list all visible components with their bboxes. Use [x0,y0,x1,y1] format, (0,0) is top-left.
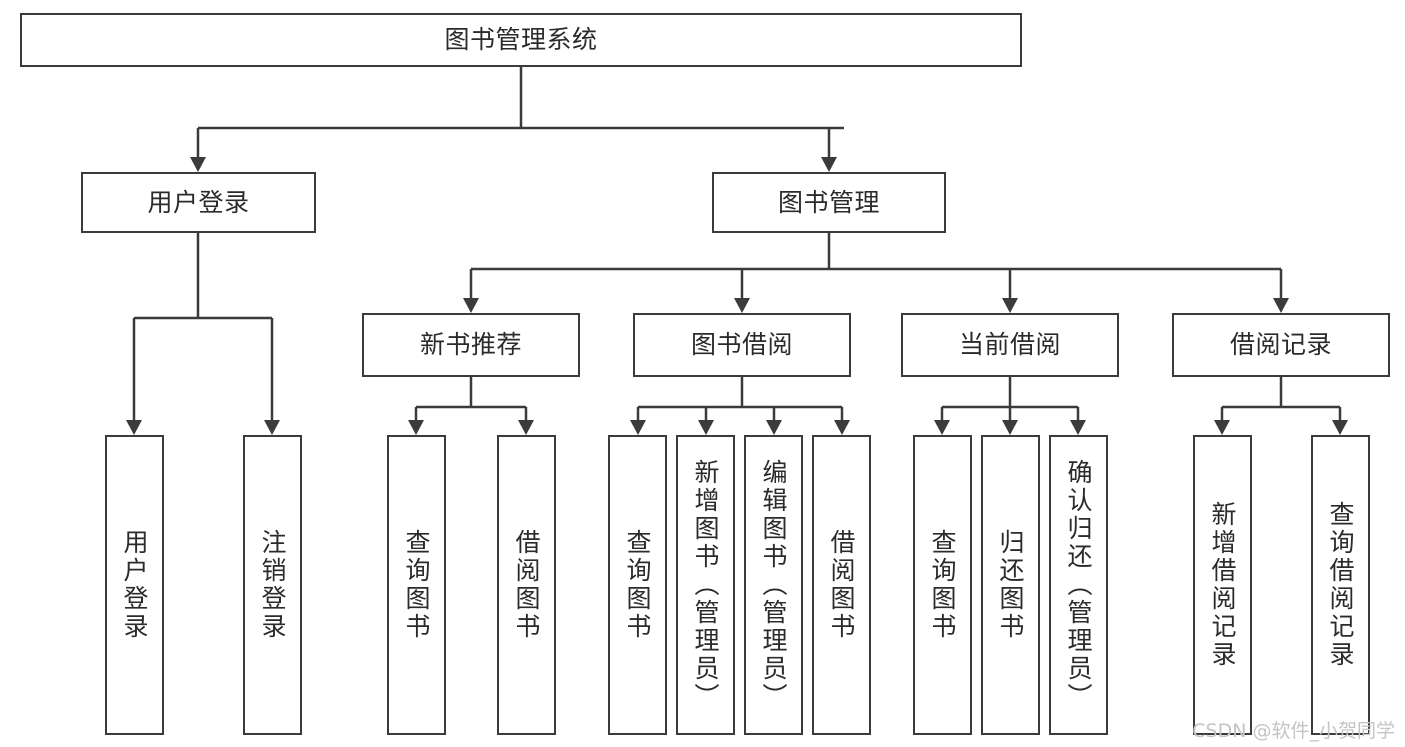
node-label: 新增图书（管理员） [691,459,720,711]
leaf-bb-borrow-books[interactable]: 借阅图书 [812,435,871,735]
leaf-cb-confirm-return-admin[interactable]: 确认归还（管理员） [1049,435,1108,735]
arrowhead-bb-leaf-1 [630,420,646,435]
node-label: 查询图书 [928,529,957,641]
node-book-management[interactable]: 图书管理 [712,172,946,233]
arrowhead-ul-leaf-1 [126,420,142,435]
arrowhead-bb-leaf-3 [766,420,782,435]
node-borrow-records[interactable]: 借阅记录 [1172,313,1390,377]
leaf-br-query-record[interactable]: 查询借阅记录 [1311,435,1370,735]
node-label: 新书推荐 [419,330,522,360]
arrowhead-book-manage [821,157,837,172]
arrowhead-br-leaf-1 [1214,420,1230,435]
node-label: 归还图书 [996,529,1025,641]
node-label: 借阅记录 [1229,330,1332,360]
node-label: 确认归还（管理员） [1064,459,1093,711]
arrowhead-l3-2 [734,298,750,313]
node-label: 用户登录 [120,529,149,641]
leaf-user-login-signin[interactable]: 用户登录 [105,435,164,735]
node-book-management-system[interactable]: 图书管理系统 [20,13,1022,67]
arrowhead-l3-4 [1273,298,1289,313]
leaf-bb-query-books[interactable]: 查询图书 [608,435,667,735]
leaf-bb-add-book-admin[interactable]: 新增图书（管理员） [676,435,735,735]
leaf-nbr-borrow-books[interactable]: 借阅图书 [497,435,556,735]
arrowhead-cb-leaf-1 [934,420,950,435]
node-label: 查询借阅记录 [1326,501,1355,669]
leaf-bb-edit-book-admin[interactable]: 编辑图书（管理员） [744,435,803,735]
leaf-cb-return-books[interactable]: 归还图书 [981,435,1040,735]
arrowhead-cb-leaf-2 [1002,420,1018,435]
node-book-borrowing[interactable]: 图书借阅 [633,313,851,377]
arrowhead-user-login [190,157,206,172]
arrowhead-bb-leaf-2 [698,420,714,435]
arrowhead-nbr-leaf-1 [408,420,424,435]
arrowhead-l3-1 [463,298,479,313]
node-label: 注销登录 [258,529,287,641]
node-label: 借阅图书 [512,529,541,641]
leaf-nbr-query-books[interactable]: 查询图书 [387,435,446,735]
arrowhead-br-leaf-2 [1332,420,1348,435]
node-label: 新增借阅记录 [1208,501,1237,669]
node-label: 编辑图书（管理员） [759,459,788,711]
node-label: 图书管理 [777,187,880,217]
leaf-br-add-record[interactable]: 新增借阅记录 [1193,435,1252,735]
node-label: 查询图书 [623,529,652,641]
arrowhead-l3-3 [1002,298,1018,313]
node-label: 图书管理系统 [444,25,598,55]
node-new-book-recommendation[interactable]: 新书推荐 [362,313,580,377]
arrowhead-ul-leaf-2 [264,420,280,435]
node-label: 当前借阅 [958,330,1061,360]
node-user-login[interactable]: 用户登录 [81,172,316,233]
node-label: 查询图书 [402,529,431,641]
arrowhead-bb-leaf-4 [834,420,850,435]
node-label: 图书借阅 [690,330,793,360]
arrowhead-nbr-leaf-2 [518,420,534,435]
leaf-user-login-signout[interactable]: 注销登录 [243,435,302,735]
node-current-borrowing[interactable]: 当前借阅 [901,313,1119,377]
node-label: 借阅图书 [827,529,856,641]
node-label: 用户登录 [147,187,250,217]
leaf-cb-query-books[interactable]: 查询图书 [913,435,972,735]
watermark-text: CSDN @软件_小贺同学 [1192,720,1395,742]
arrowhead-cb-leaf-3 [1070,420,1086,435]
